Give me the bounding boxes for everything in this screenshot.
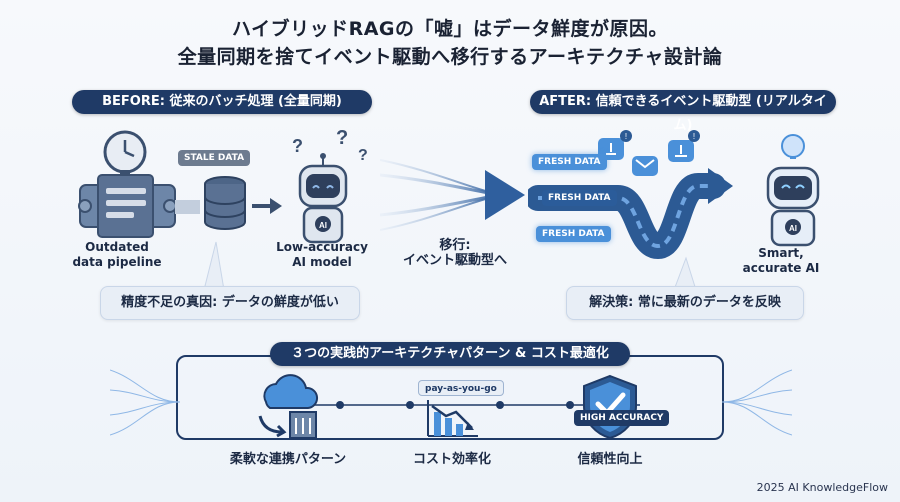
left-glow-lines xyxy=(110,369,180,436)
transition-caption-line-2: イベント駆動型へ xyxy=(402,253,507,268)
pattern-label-flexible: 柔軟な連携パターン xyxy=(229,452,347,467)
fresh-data-tag-3: FRESH DATA xyxy=(536,226,611,242)
smart-caption-line-1: Smart, xyxy=(758,246,804,260)
pipeline-caption-line-1: Outdated xyxy=(85,240,149,254)
outdated-pipeline-icon xyxy=(78,130,177,238)
confused-robot-icon: AI ? ? ? xyxy=(292,130,368,244)
note-pointer xyxy=(203,241,225,291)
stale-data-tag: STALE DATA xyxy=(178,150,251,166)
shield-check-icon xyxy=(583,374,637,440)
right-glow-lines xyxy=(722,369,792,436)
svg-text:?: ? xyxy=(358,147,368,164)
outdated-pipeline-caption: Outdated data pipeline xyxy=(62,240,172,270)
svg-text:!: ! xyxy=(625,132,627,141)
svg-text:AI: AI xyxy=(319,221,327,230)
footer-credit: 2025 AI KnowledgeFlow xyxy=(756,481,888,494)
svg-text:!: ! xyxy=(693,132,695,141)
smart-robot-icon: AI xyxy=(766,134,820,247)
svg-text:AI: AI xyxy=(789,224,797,233)
fresh-data-tag-1: FRESH DATA xyxy=(532,154,607,170)
after-header: AFTER: 信頼できるイベント駆動型 (リアルタイム) xyxy=(530,90,836,133)
fresh-data-tag-2: FRESH DATA xyxy=(542,190,617,206)
database-icon xyxy=(204,176,246,230)
page-title-line-2: 全量同期を捨てイベント駆動へ移行するアーキテクチャ設計論 xyxy=(177,46,723,68)
before-header: BEFORE: 従来のバッチ処理 (全量同期) xyxy=(72,90,372,114)
high-accuracy-tag: HIGH ACCURACY xyxy=(574,410,670,426)
model-caption-line-1: Low-accuracy xyxy=(276,240,368,254)
model-caption-line-2: AI model xyxy=(292,255,352,269)
after-illustration: ! ! AI xyxy=(528,130,820,260)
cloud-sync-icon xyxy=(258,374,318,439)
notification-icons: ! ! xyxy=(598,130,700,176)
cost-chart-icon xyxy=(427,400,478,437)
svg-text:?: ? xyxy=(292,136,303,156)
svg-text:?: ? xyxy=(336,130,348,149)
pattern-label-reliability: 信頼性向上 xyxy=(577,452,643,467)
smart-caption-line-2: accurate AI xyxy=(742,261,820,275)
before-note: 精度不足の真因: データの鮮度が低い xyxy=(100,286,360,320)
transition-caption: 移行: イベント駆動型へ xyxy=(385,238,525,268)
before-illustration: AI ? ? ? xyxy=(78,130,368,244)
transition-arrow-icon xyxy=(380,159,525,231)
smart-ai-caption: Smart, accurate AI xyxy=(726,246,836,276)
page-title-line-1: ハイブリッドRAGの「嘘」はデータ鮮度が原因。 xyxy=(231,18,669,40)
pay-as-you-go-tag: pay-as-you-go xyxy=(418,380,504,396)
transition-caption-line-1: 移行: xyxy=(439,238,471,253)
pattern-label-cost: コスト効率化 xyxy=(412,452,491,467)
after-note: 解決策: 常に最新のデータを反映 xyxy=(566,286,804,320)
low-accuracy-caption: Low-accuracy AI model xyxy=(262,240,382,270)
pipeline-caption-line-2: data pipeline xyxy=(72,255,162,269)
patterns-header: ３つの実践的アーキテクチャパターン & コスト最適化 xyxy=(270,342,630,366)
